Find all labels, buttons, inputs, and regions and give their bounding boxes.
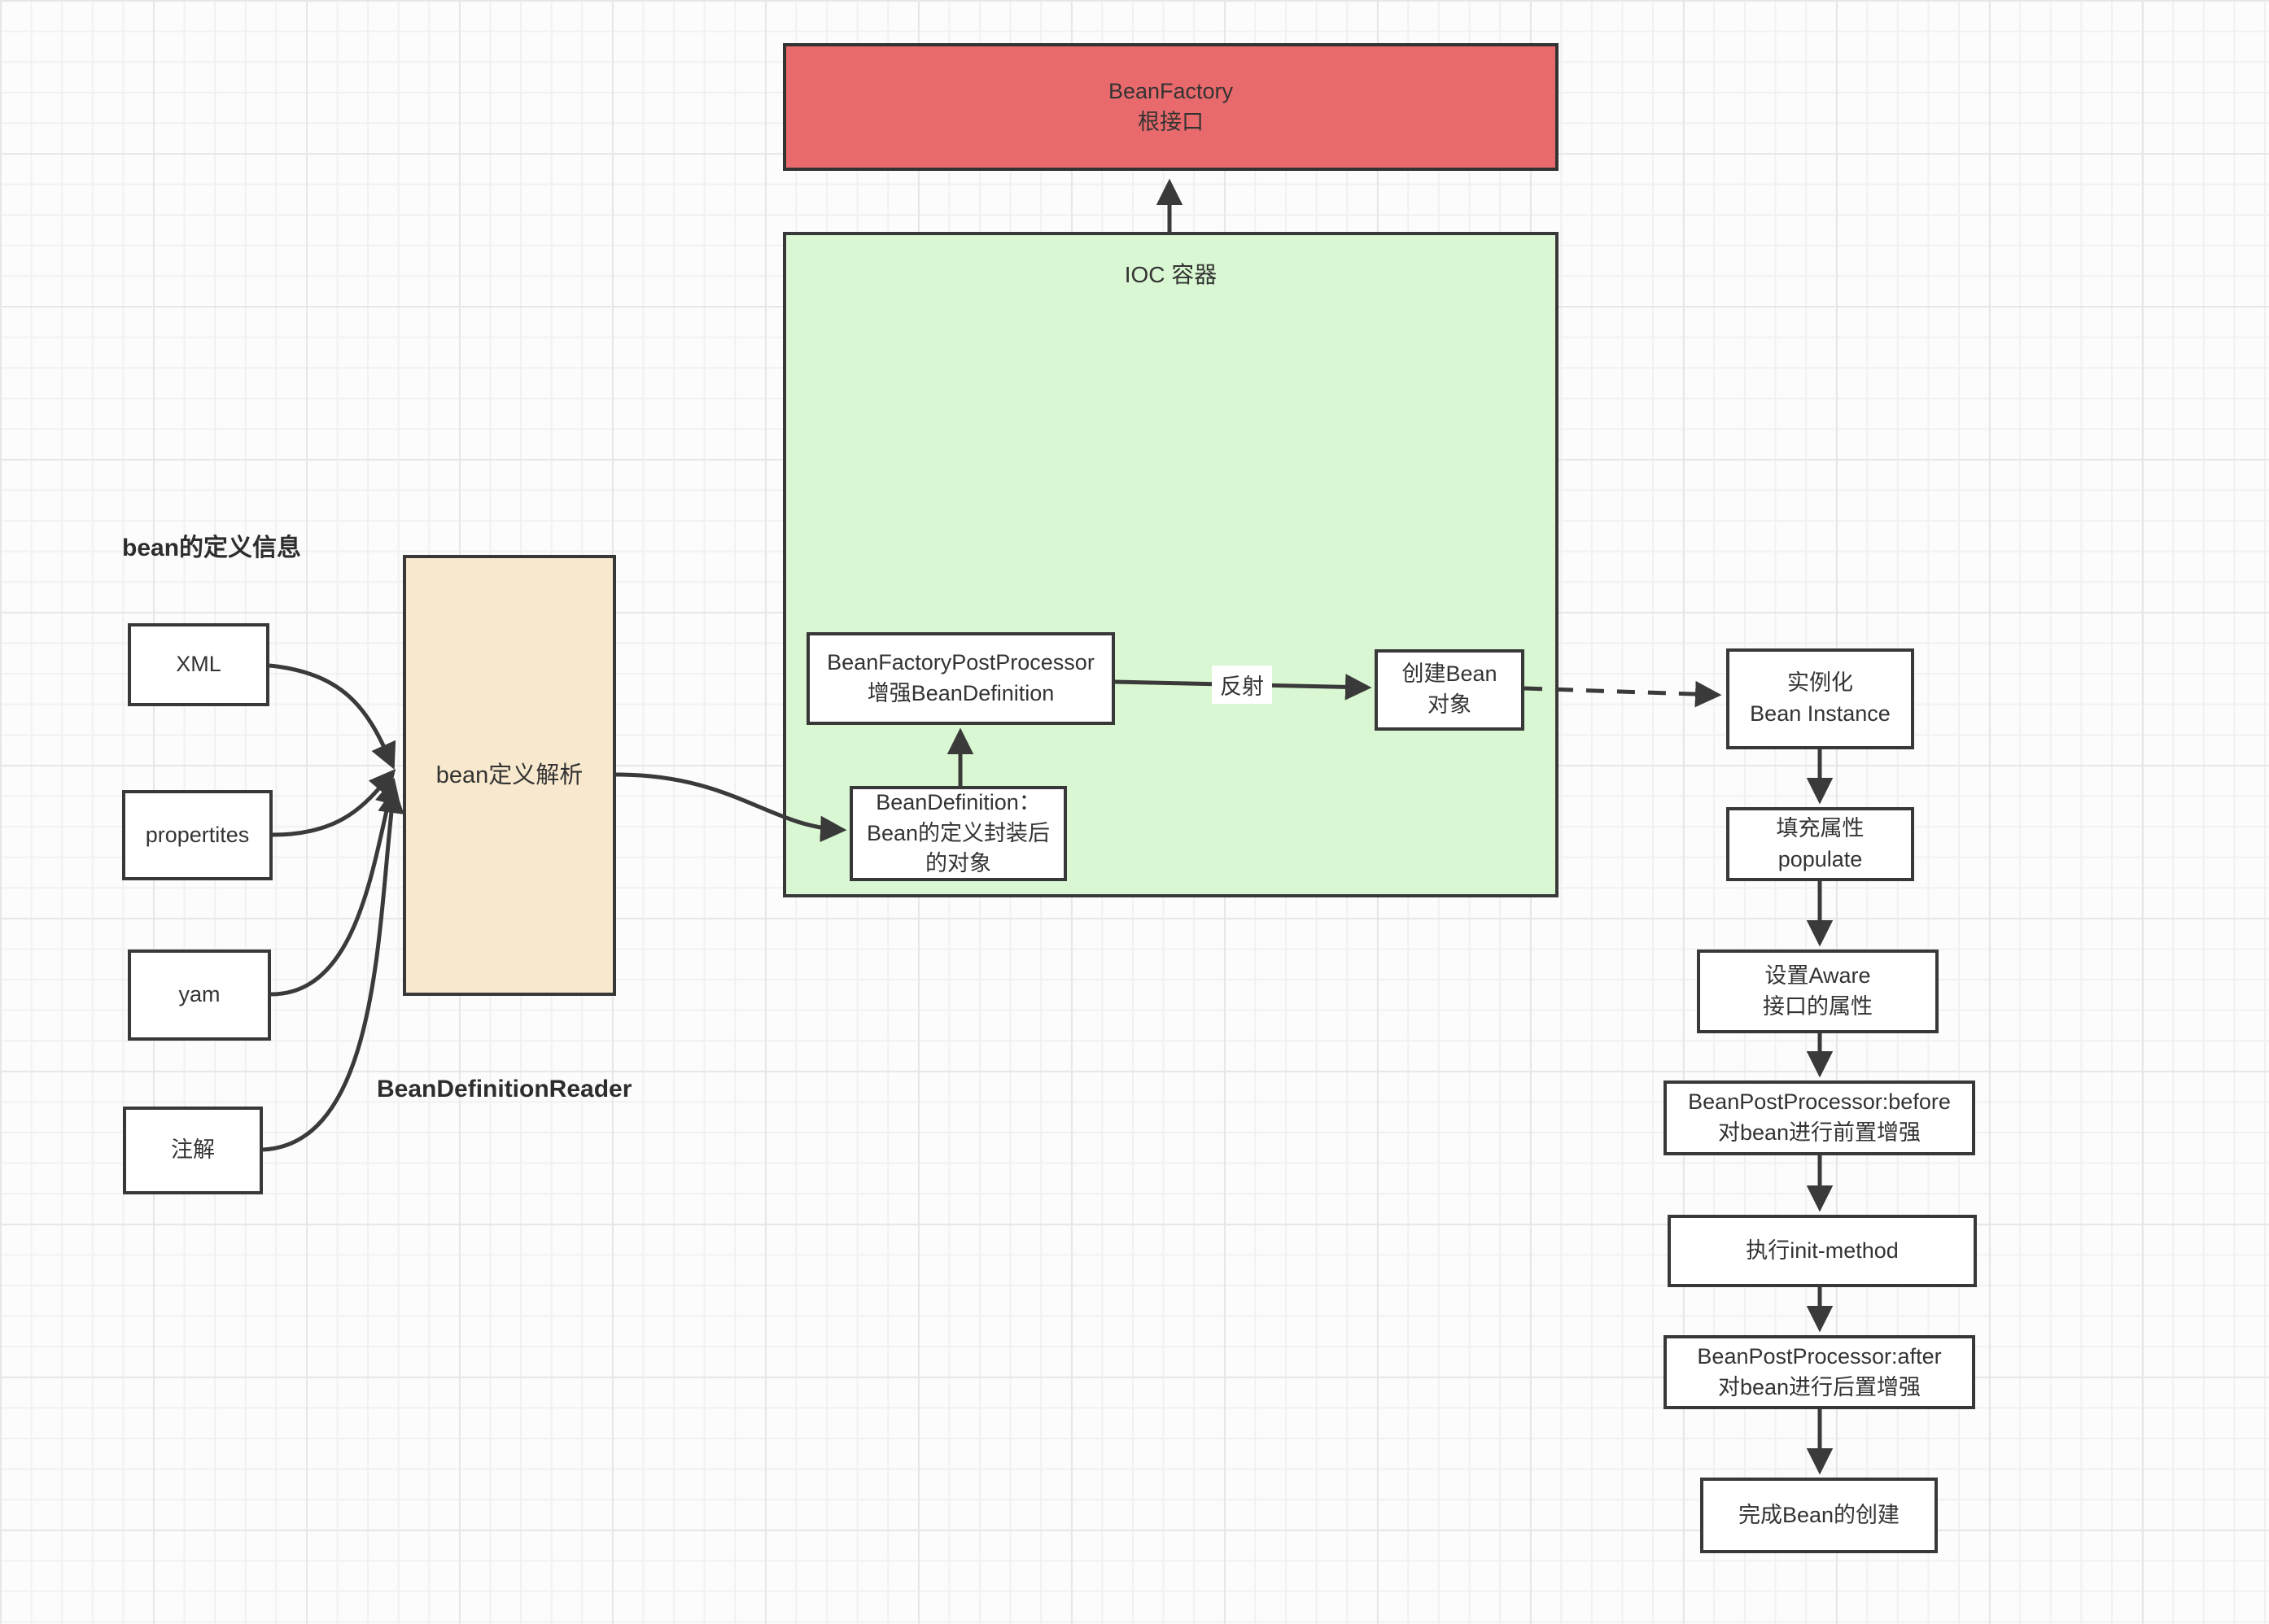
lifecycle-done-line1: 完成Bean的创建 — [1738, 1502, 1900, 1527]
ioc-container-label: IOC 容器 — [1124, 262, 1218, 287]
lifecycle-before-line2: 对bean进行前置增强 — [1717, 1120, 1921, 1145]
lifecycle-after-line2: 对bean进行后置增强 — [1717, 1374, 1921, 1399]
lifecycle-aware-line1: 设置Aware — [1764, 963, 1871, 988]
create-bean-line2: 对象 — [1427, 692, 1471, 717]
bean-parser-label: bean定义解析 — [435, 762, 584, 788]
source-yam-label: yam — [178, 982, 221, 1007]
arrow-yam-to-parser — [270, 777, 401, 997]
bean-definition-line1: BeanDefinition： — [876, 789, 1041, 814]
beanfactory-subtitle: 根接口 — [1138, 109, 1204, 134]
bean-definition-reader-label: BeanDefinitionReader — [377, 1076, 632, 1102]
arrow-propertites-to-parser — [272, 769, 396, 837]
lifecycle-instantiate-node: 实例化 Bean Instance — [1726, 648, 1914, 749]
lifecycle-after-line1: BeanPostProcessor:after — [1697, 1343, 1942, 1369]
lifecycle-init-line1: 执行init-method — [1746, 1238, 1899, 1263]
bean-definition-node: BeanDefinition： Bean的定义封装后 的对象 — [850, 786, 1067, 881]
bean-factory-post-processor-node: BeanFactoryPostProcessor 增强BeanDefinitio… — [807, 632, 1115, 725]
source-propertites-node: propertites — [122, 790, 273, 880]
reflection-arrow-label: 反射 — [1212, 666, 1272, 704]
bean-definition-info-label: bean的定义信息 — [122, 535, 302, 561]
arrow-createbean-to-instance-dashed — [1524, 680, 1722, 708]
source-annotation-node: 注解 — [123, 1107, 263, 1194]
arrow-parser-to-beandefinition — [615, 772, 847, 843]
bean-parser-node: bean定义解析 — [403, 555, 616, 996]
beanfactory-node: BeanFactory 根接口 — [783, 43, 1559, 171]
beanfactory-title: BeanFactory — [1108, 78, 1234, 103]
lifecycle-init-method-node: 执行init-method — [1668, 1215, 1977, 1287]
bean-definition-line2: Bean的定义封装后 — [866, 820, 1051, 845]
lifecycle-instantiate-line2: Bean Instance — [1750, 701, 1891, 726]
lifecycle-before-line1: BeanPostProcessor:before — [1688, 1089, 1951, 1115]
lifecycle-populate-line1: 填充属性 — [1776, 815, 1865, 840]
source-xml-node: XML — [128, 623, 269, 706]
lifecycle-postprocessor-after-node: BeanPostProcessor:after 对bean进行后置增强 — [1663, 1335, 1975, 1409]
create-bean-line1: 创建Bean — [1401, 661, 1497, 687]
lifecycle-done-node: 完成Bean的创建 — [1700, 1478, 1938, 1553]
lifecycle-instantiate-line1: 实例化 — [1787, 670, 1853, 696]
source-annotation-label: 注解 — [171, 1137, 215, 1163]
lifecycle-populate-node: 填充属性 populate — [1726, 807, 1914, 881]
arrow-annotation-to-parser — [262, 786, 404, 1152]
lifecycle-aware-line2: 接口的属性 — [1763, 993, 1873, 1019]
lifecycle-aware-node: 设置Aware 接口的属性 — [1697, 950, 1939, 1033]
bean-definition-line3: 的对象 — [925, 851, 991, 876]
lifecycle-populate-line2: populate — [1777, 846, 1863, 871]
lifecycle-postprocessor-before-node: BeanPostProcessor:before 对bean进行前置增强 — [1663, 1080, 1975, 1155]
source-xml-label: XML — [176, 652, 221, 677]
source-propertites-label: propertites — [145, 822, 250, 847]
arrow-xml-to-parser — [269, 663, 396, 770]
source-yam-node: yam — [128, 950, 271, 1041]
bfpp-line1: BeanFactoryPostProcessor — [827, 650, 1095, 675]
bfpp-line2: 增强BeanDefinition — [867, 681, 1055, 705]
create-bean-node: 创建Bean 对象 — [1375, 649, 1524, 731]
